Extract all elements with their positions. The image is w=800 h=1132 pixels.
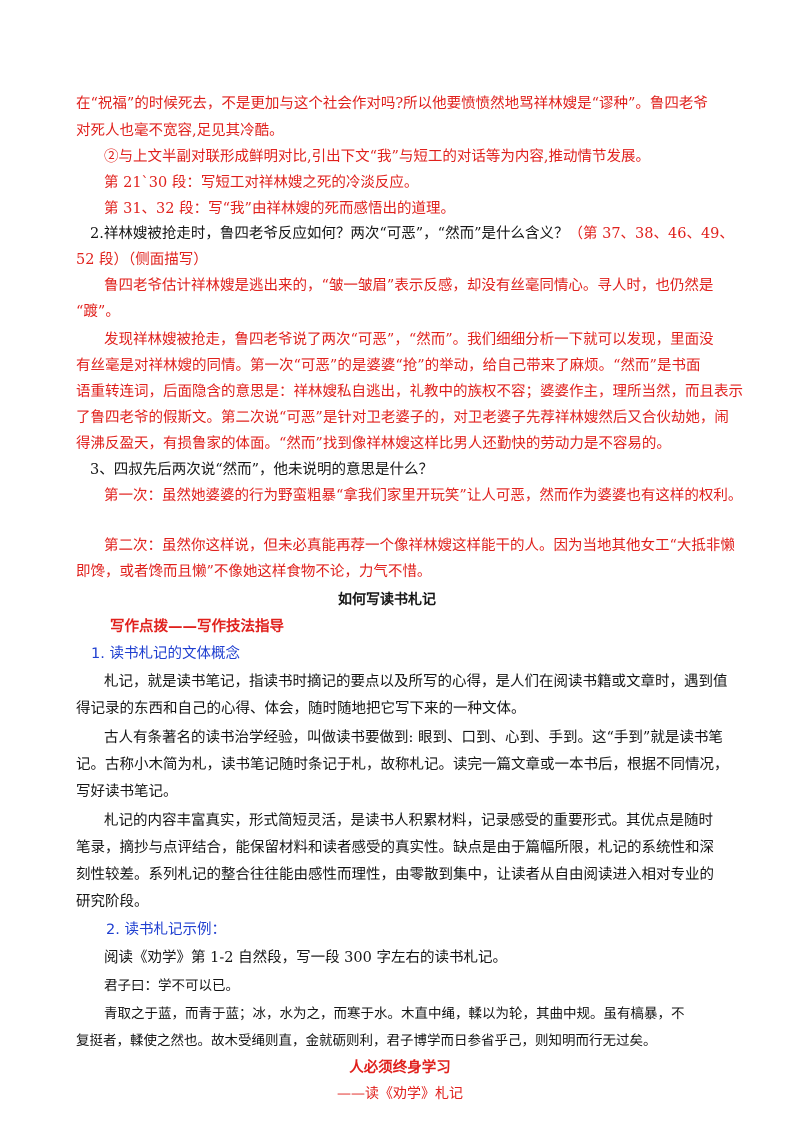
paragraph-line: 记。古称小木简为札，读书笔记随时条记于札，故称札记。读完一篇文章或一本书后，根据… (76, 757, 729, 773)
question-2-reference: （第 37、38、46、49、 (568, 226, 734, 242)
quote-line: 君子曰：学不可以已。 (104, 978, 239, 994)
answer-line: 发现祥林嫂被抢走，鲁四老爷说了两次“可恶”，“然而”。我们细细分析一下就可以发现… (104, 332, 714, 348)
question-2: 2.祥林嫂被抢走时，鲁四老爷反应如何？两次“可恶”，“然而”是什么含义？（第 3… (90, 224, 734, 244)
answer-line: 了鲁四老爷的假斯文。第二次说“可恶”是针对卫老婆子的，对卫老婆子先荐祥林嫂然后又… (76, 410, 729, 426)
heading-2: 2. 读书札记示例： (106, 920, 226, 940)
paragraph-line: 写好读书笔记。 (76, 784, 178, 800)
quote-line: 复挺者，輮使之然也。故木受绳则直，金就砺则利，君子博学而日参省乎己，则知明而行无… (76, 1033, 657, 1049)
section-subtitle: 写作点拨——写作技法指导 (110, 619, 284, 635)
heading-2-text: 读书札记示例： (124, 922, 226, 938)
paragraph-line: 刻性较差。系列札记的整合往往能由感性而理性，由零散到集中，让读者从自由阅读进入相… (76, 867, 714, 883)
answer-line: 第一次：虽然她婆婆的行为野蛮粗暴“拿我们家里开玩笑”让人可恶，然而作为婆婆也有这… (104, 488, 743, 504)
paragraph-line: 得记录的东西和自己的心得、体会，随时随地把它写下来的一种文体。 (76, 701, 526, 717)
paragraph-line: 第 21`30 段：写短工对祥林嫂之死的冷淡反应。 (104, 175, 419, 191)
paragraph-line: 在“祝福”的时候死去，不是更加与这个社会作对吗?所以他要愤愤然地骂祥林嫂是“谬种… (76, 96, 708, 112)
quote-line: 青取之于蓝，而青于蓝；冰，水为之，而寒于水。木直中绳，輮以为轮，其曲中规。虽有槁… (104, 1006, 685, 1022)
answer-line: 得沸反盈天，有损鲁家的体面。“然而”找到像祥林嫂这样比男人还勤快的劳动力是不容易… (76, 436, 671, 452)
paragraph-line: ②与上文半副对联形成鲜明对比,引出下文“我”与短工的对话等为内容,推动情节发展。 (104, 149, 651, 165)
paragraph-line: 札记的内容丰富真实，形式简短灵活，是读书人积累材料，记录感受的重要形式。其优点是… (104, 813, 713, 829)
answer-line: 即馋，或者馋而且懒”不像她这样食物不论，力气不惜。 (76, 564, 432, 580)
heading-1: 1. 读书札记的文体概念 (91, 644, 240, 664)
paragraph-line: 第 31、32 段：写“我”由祥林嫂的死而感悟出的道理。 (104, 201, 455, 217)
answer-line: 鲁四老爷估计祥林嫂是逃出来的，“皱一皱眉”表示反感，却没有丝毫同情心。寻人时，也… (104, 278, 714, 294)
task-line: 阅读《劝学》第 1-2 自然段，写一段 300 字左右的读书札记。 (104, 950, 507, 966)
answer-line: 第二次：虽然你这样说，但未必真能再荐一个像祥林嫂这样能干的人。因为当地其他女工“… (104, 538, 735, 554)
answer-line: 语重转连词，后面隐含的意思是：祥林嫂私自逃出，礼教中的族权不容；婆婆作主，理所当… (76, 384, 743, 400)
heading-1-text: 读书札记的文体概念 (109, 646, 240, 662)
question-3-text: 3、四叔先后两次说“然而”，他未说明的意思是什么？ (90, 462, 434, 478)
question-2-text: 2.祥林嫂被抢走时，鲁四老爷反应如何？两次“可恶”，“然而”是什么含义？ (90, 226, 569, 242)
answer-line: 有丝毫是对祥林嫂的同情。第一次“可恶”的是婆婆“抢”的举动，给自己带来了麻烦。“… (76, 358, 701, 374)
section-title: 如何写读书札记 (338, 592, 436, 608)
question-2-reference-cont: 52 段）（侧面描写） (76, 252, 208, 268)
answer-line: “踱”。 (76, 304, 120, 320)
heading-1-number: 1. (91, 646, 105, 662)
heading-2-number: 2. (106, 922, 120, 938)
paragraph-line: 研究阶段。 (76, 894, 149, 910)
paragraph-line: 札记，就是读书笔记，指读书时摘记的要点以及所写的心得，是人们在阅读书籍或文章时，… (104, 674, 728, 690)
paragraph-line: 笔录，摘抄与点评结合，能保留材料和读者感受的真实性。缺点是由于篇幅所限，札记的系… (76, 840, 714, 856)
essay-title: 人必须终身学习 (349, 1060, 451, 1076)
paragraph-line: 对死人也毫不宽容,足见其冷酷。 (76, 123, 284, 139)
essay-subtitle: ——读《劝学》札记 (337, 1086, 463, 1102)
paragraph-line: 古人有条著名的读书治学经验，叫做读书要做到: 眼到、口到、心到、手到。这“手到”… (104, 730, 723, 746)
